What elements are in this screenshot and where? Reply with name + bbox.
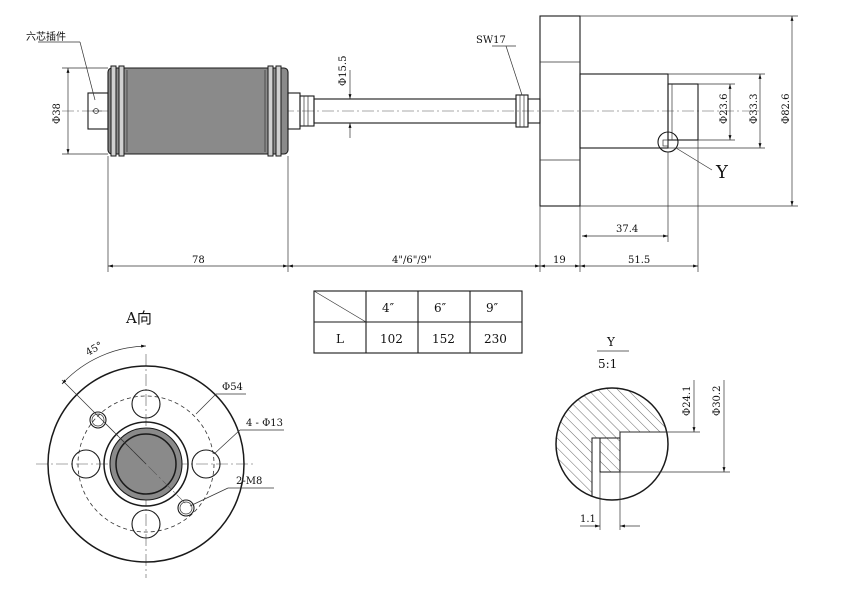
table-header-6: 6″ bbox=[434, 301, 447, 315]
dim-flange-dia: Φ82.6 bbox=[781, 94, 792, 124]
dim-threads: 2-M8 bbox=[236, 476, 262, 487]
table-value-4: 102 bbox=[380, 332, 403, 346]
dim-stroke-length: 4"/6"/9" bbox=[392, 255, 432, 266]
table-header-4: 4″ bbox=[382, 301, 395, 315]
dim-groove-inner: Φ24.1 bbox=[682, 386, 693, 416]
dim-rod-dia: Φ15.5 bbox=[338, 56, 349, 86]
table-header-9: 9″ bbox=[486, 301, 499, 315]
dim-body-dia: Φ38 bbox=[52, 103, 63, 124]
dim-tail-length: 51.5 bbox=[628, 255, 650, 266]
detail-marker-label: Y bbox=[715, 162, 729, 183]
dim-flange-length: 19 bbox=[553, 255, 566, 266]
dim-body-length: 78 bbox=[192, 255, 205, 266]
dim-pcd: Φ54 bbox=[222, 382, 243, 393]
view-a bbox=[36, 344, 284, 578]
sensor-body bbox=[107, 67, 289, 155]
dim-offset: 37.4 bbox=[616, 224, 638, 235]
wrench-label: SW17 bbox=[476, 35, 506, 46]
dim-groove-width: 1.1 bbox=[580, 514, 596, 525]
dim-groove-outer: Φ30.2 bbox=[712, 386, 723, 416]
detail-y-view bbox=[555, 380, 730, 530]
side-view-dimensions bbox=[38, 15, 798, 272]
table-value-9: 230 bbox=[484, 332, 507, 346]
dim-holes: 4 - Φ13 bbox=[246, 418, 283, 429]
connector-label: 六芯插件 bbox=[26, 30, 66, 43]
stroke-table: 4″ 6″ 9″ L 102 152 230 bbox=[313, 290, 523, 354]
side-view bbox=[62, 15, 760, 207]
dim-boss-dia: Φ33.3 bbox=[749, 94, 760, 124]
detail-title: Y bbox=[606, 335, 616, 349]
view-a-title: A向 bbox=[125, 309, 152, 327]
dim-bore-dia: Φ23.6 bbox=[719, 94, 730, 124]
detail-scale: 5:1 bbox=[598, 357, 617, 371]
table-row-label: L bbox=[336, 332, 344, 346]
table-value-6: 152 bbox=[432, 332, 455, 346]
